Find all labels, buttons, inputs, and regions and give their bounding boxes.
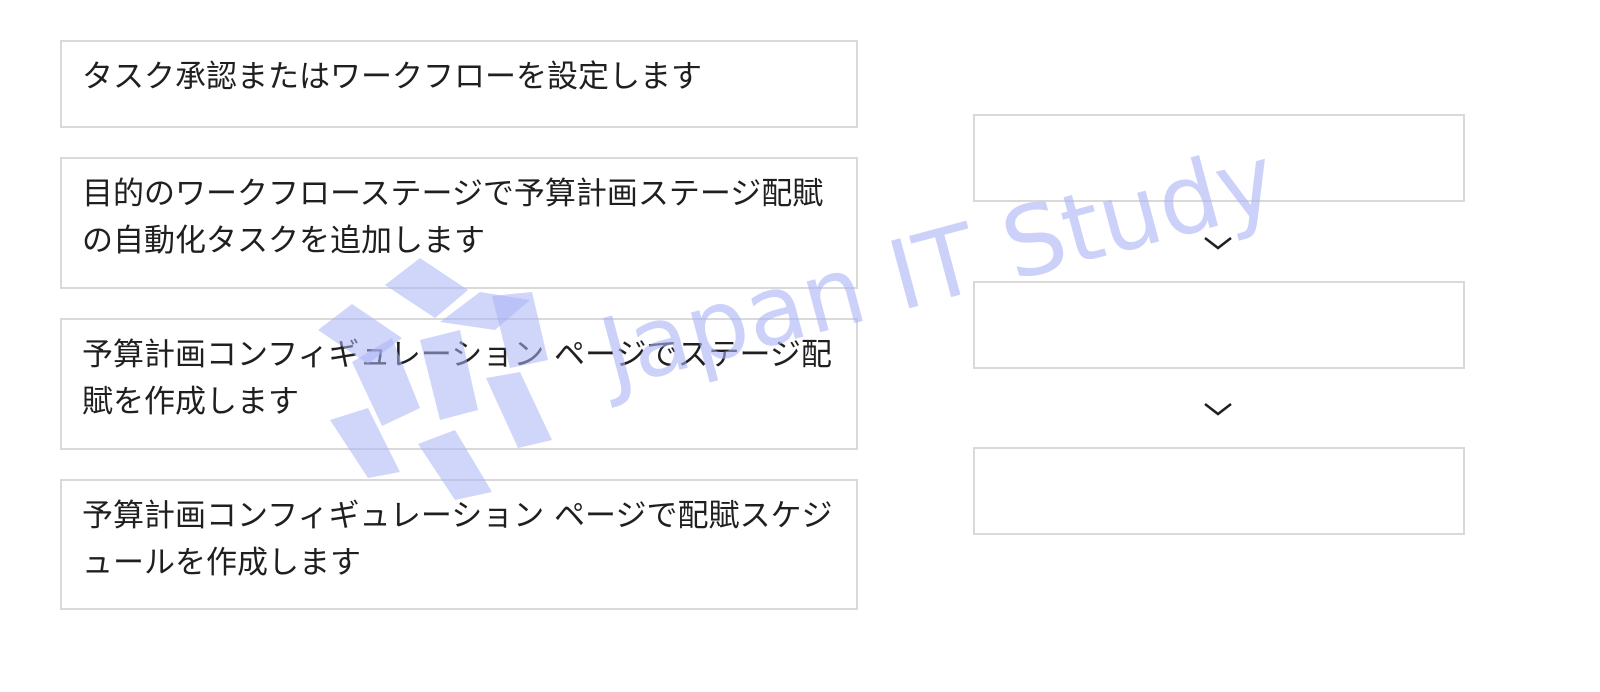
answer-slot-2[interactable] [973, 281, 1465, 369]
answer-option-4[interactable]: 予算計画コンフィギュレーション ページで配賦スケジュールを作成します [60, 479, 858, 610]
answer-option-3[interactable]: 予算計画コンフィギュレーション ページでステージ配賦を作成します [60, 318, 858, 450]
chevron-down-icon [1204, 403, 1232, 416]
answer-slot-1[interactable] [973, 114, 1465, 202]
answer-option-1[interactable]: タスク承認またはワークフローを設定します [60, 40, 858, 128]
answer-option-2[interactable]: 目的のワークフローステージで予算計画ステージ配賦の自動化タスクを追加します [60, 157, 858, 289]
answer-slot-3[interactable] [973, 447, 1465, 535]
chevron-down-icon [1204, 237, 1232, 250]
